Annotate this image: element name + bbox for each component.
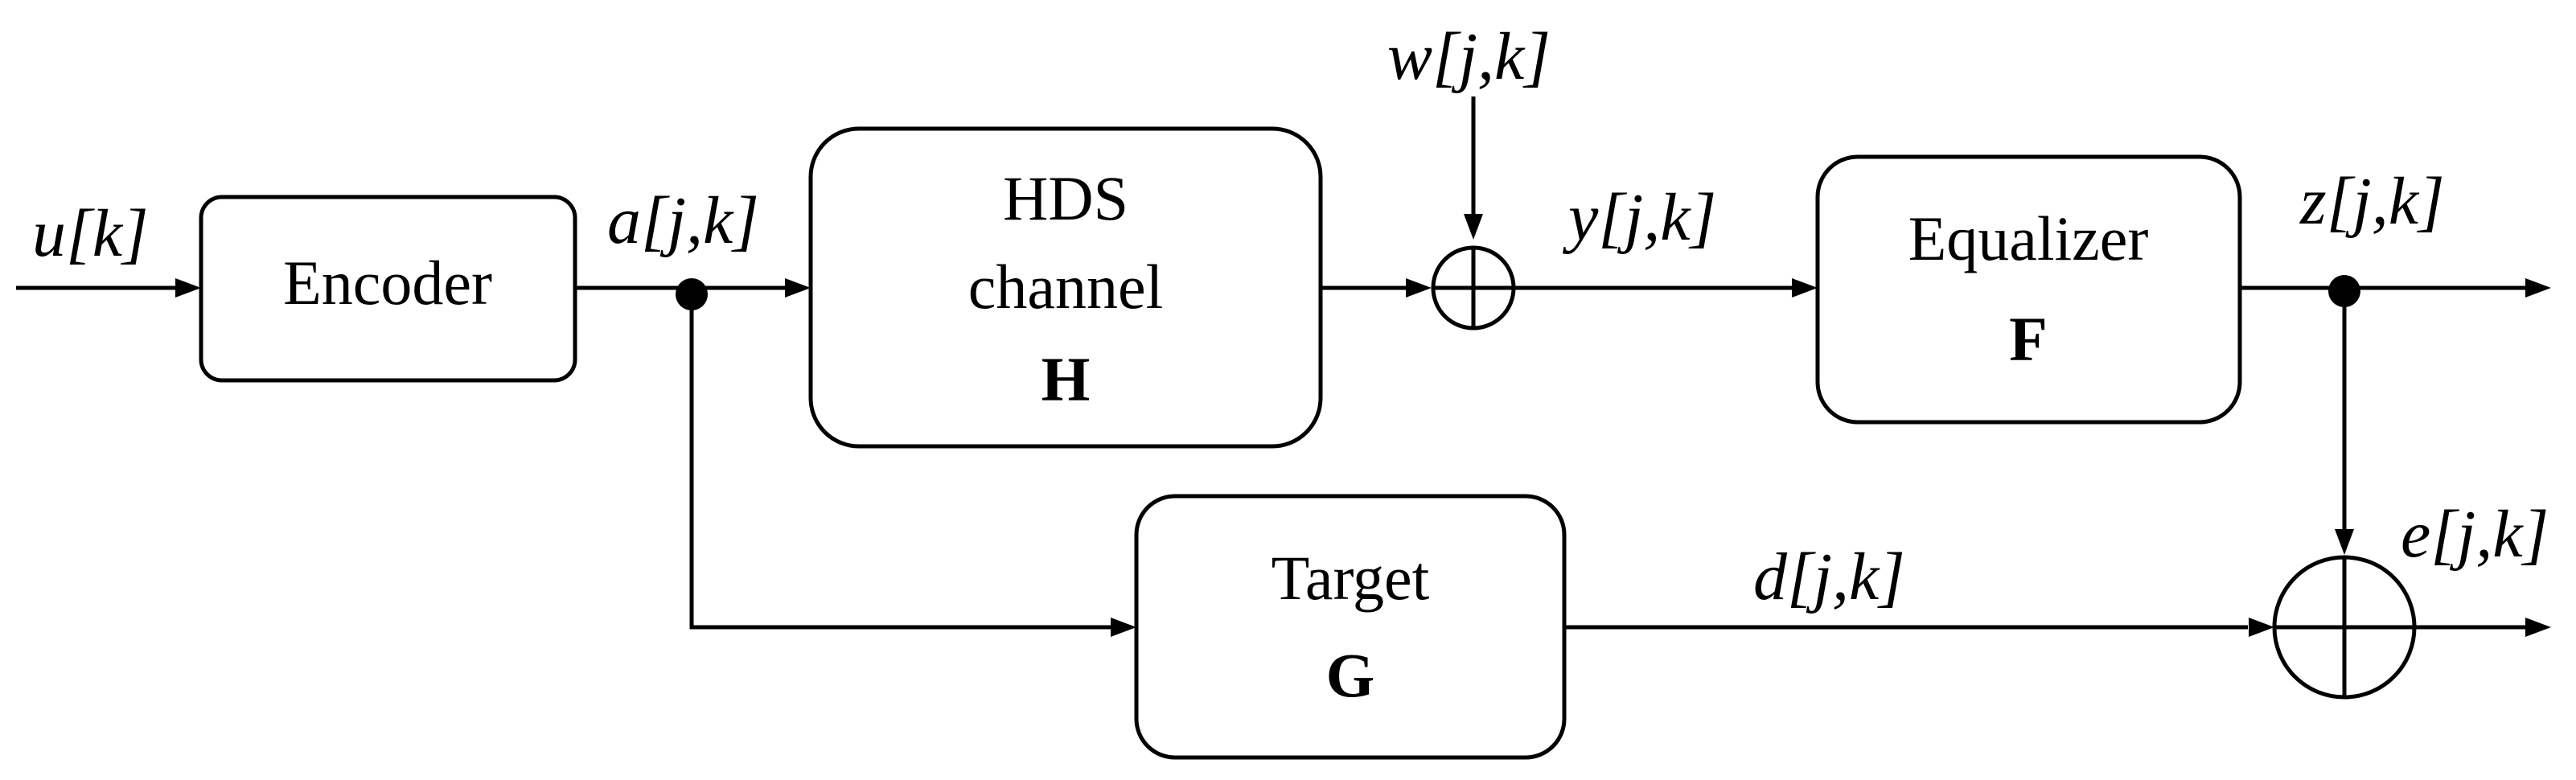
arrow-into-equalizer bbox=[1792, 278, 1818, 298]
arrow-into-target bbox=[1111, 618, 1136, 637]
equalizer-symbol: F bbox=[2009, 304, 2048, 374]
encoder-block: Encoder bbox=[199, 195, 577, 383]
branch-point-a bbox=[676, 278, 708, 310]
channel-symbol: H bbox=[1041, 344, 1091, 414]
branch-point-z bbox=[2328, 275, 2360, 307]
channel-label-line1: HDS bbox=[1003, 163, 1128, 233]
signal-label-a: a[j,k] bbox=[607, 183, 759, 258]
target-label: Target bbox=[1272, 543, 1430, 613]
noise-summing-junction bbox=[1431, 245, 1516, 330]
arrow-e-output bbox=[2525, 618, 2551, 637]
channel-label-line2: channel bbox=[968, 252, 1164, 322]
signal-label-u: u[k] bbox=[32, 196, 149, 271]
wire-branch-to-target bbox=[689, 296, 1114, 630]
connections bbox=[16, 96, 2551, 637]
signal-label-y: y[j,k] bbox=[1562, 180, 1716, 255]
signal-label-w: w[j,k] bbox=[1387, 19, 1551, 94]
encoder-label: Encoder bbox=[283, 248, 492, 318]
error-summing-junction bbox=[2272, 555, 2417, 700]
arrow-into-encoder bbox=[175, 278, 201, 298]
arrow-into-noise-sum bbox=[1406, 278, 1432, 298]
target-block: Target G bbox=[1134, 494, 1567, 760]
arrow-z-output bbox=[2525, 278, 2551, 298]
signal-label-d: d[j,k] bbox=[1753, 540, 1905, 614]
arrow-into-channel bbox=[785, 278, 811, 298]
signal-label-z: z[j,k] bbox=[2299, 164, 2445, 239]
equalizer-label: Equalizer bbox=[1908, 203, 2149, 273]
arrow-noise-down bbox=[1464, 214, 1483, 240]
signal-label-e: e[j,k] bbox=[2401, 497, 2549, 572]
arrow-into-error-sum-left bbox=[2249, 618, 2274, 637]
target-symbol: G bbox=[1326, 640, 1375, 710]
arrow-into-error-sum-top bbox=[2335, 529, 2354, 555]
equalizer-block: Equalizer F bbox=[1815, 154, 2242, 425]
channel-block: HDS channel H bbox=[808, 126, 1323, 449]
